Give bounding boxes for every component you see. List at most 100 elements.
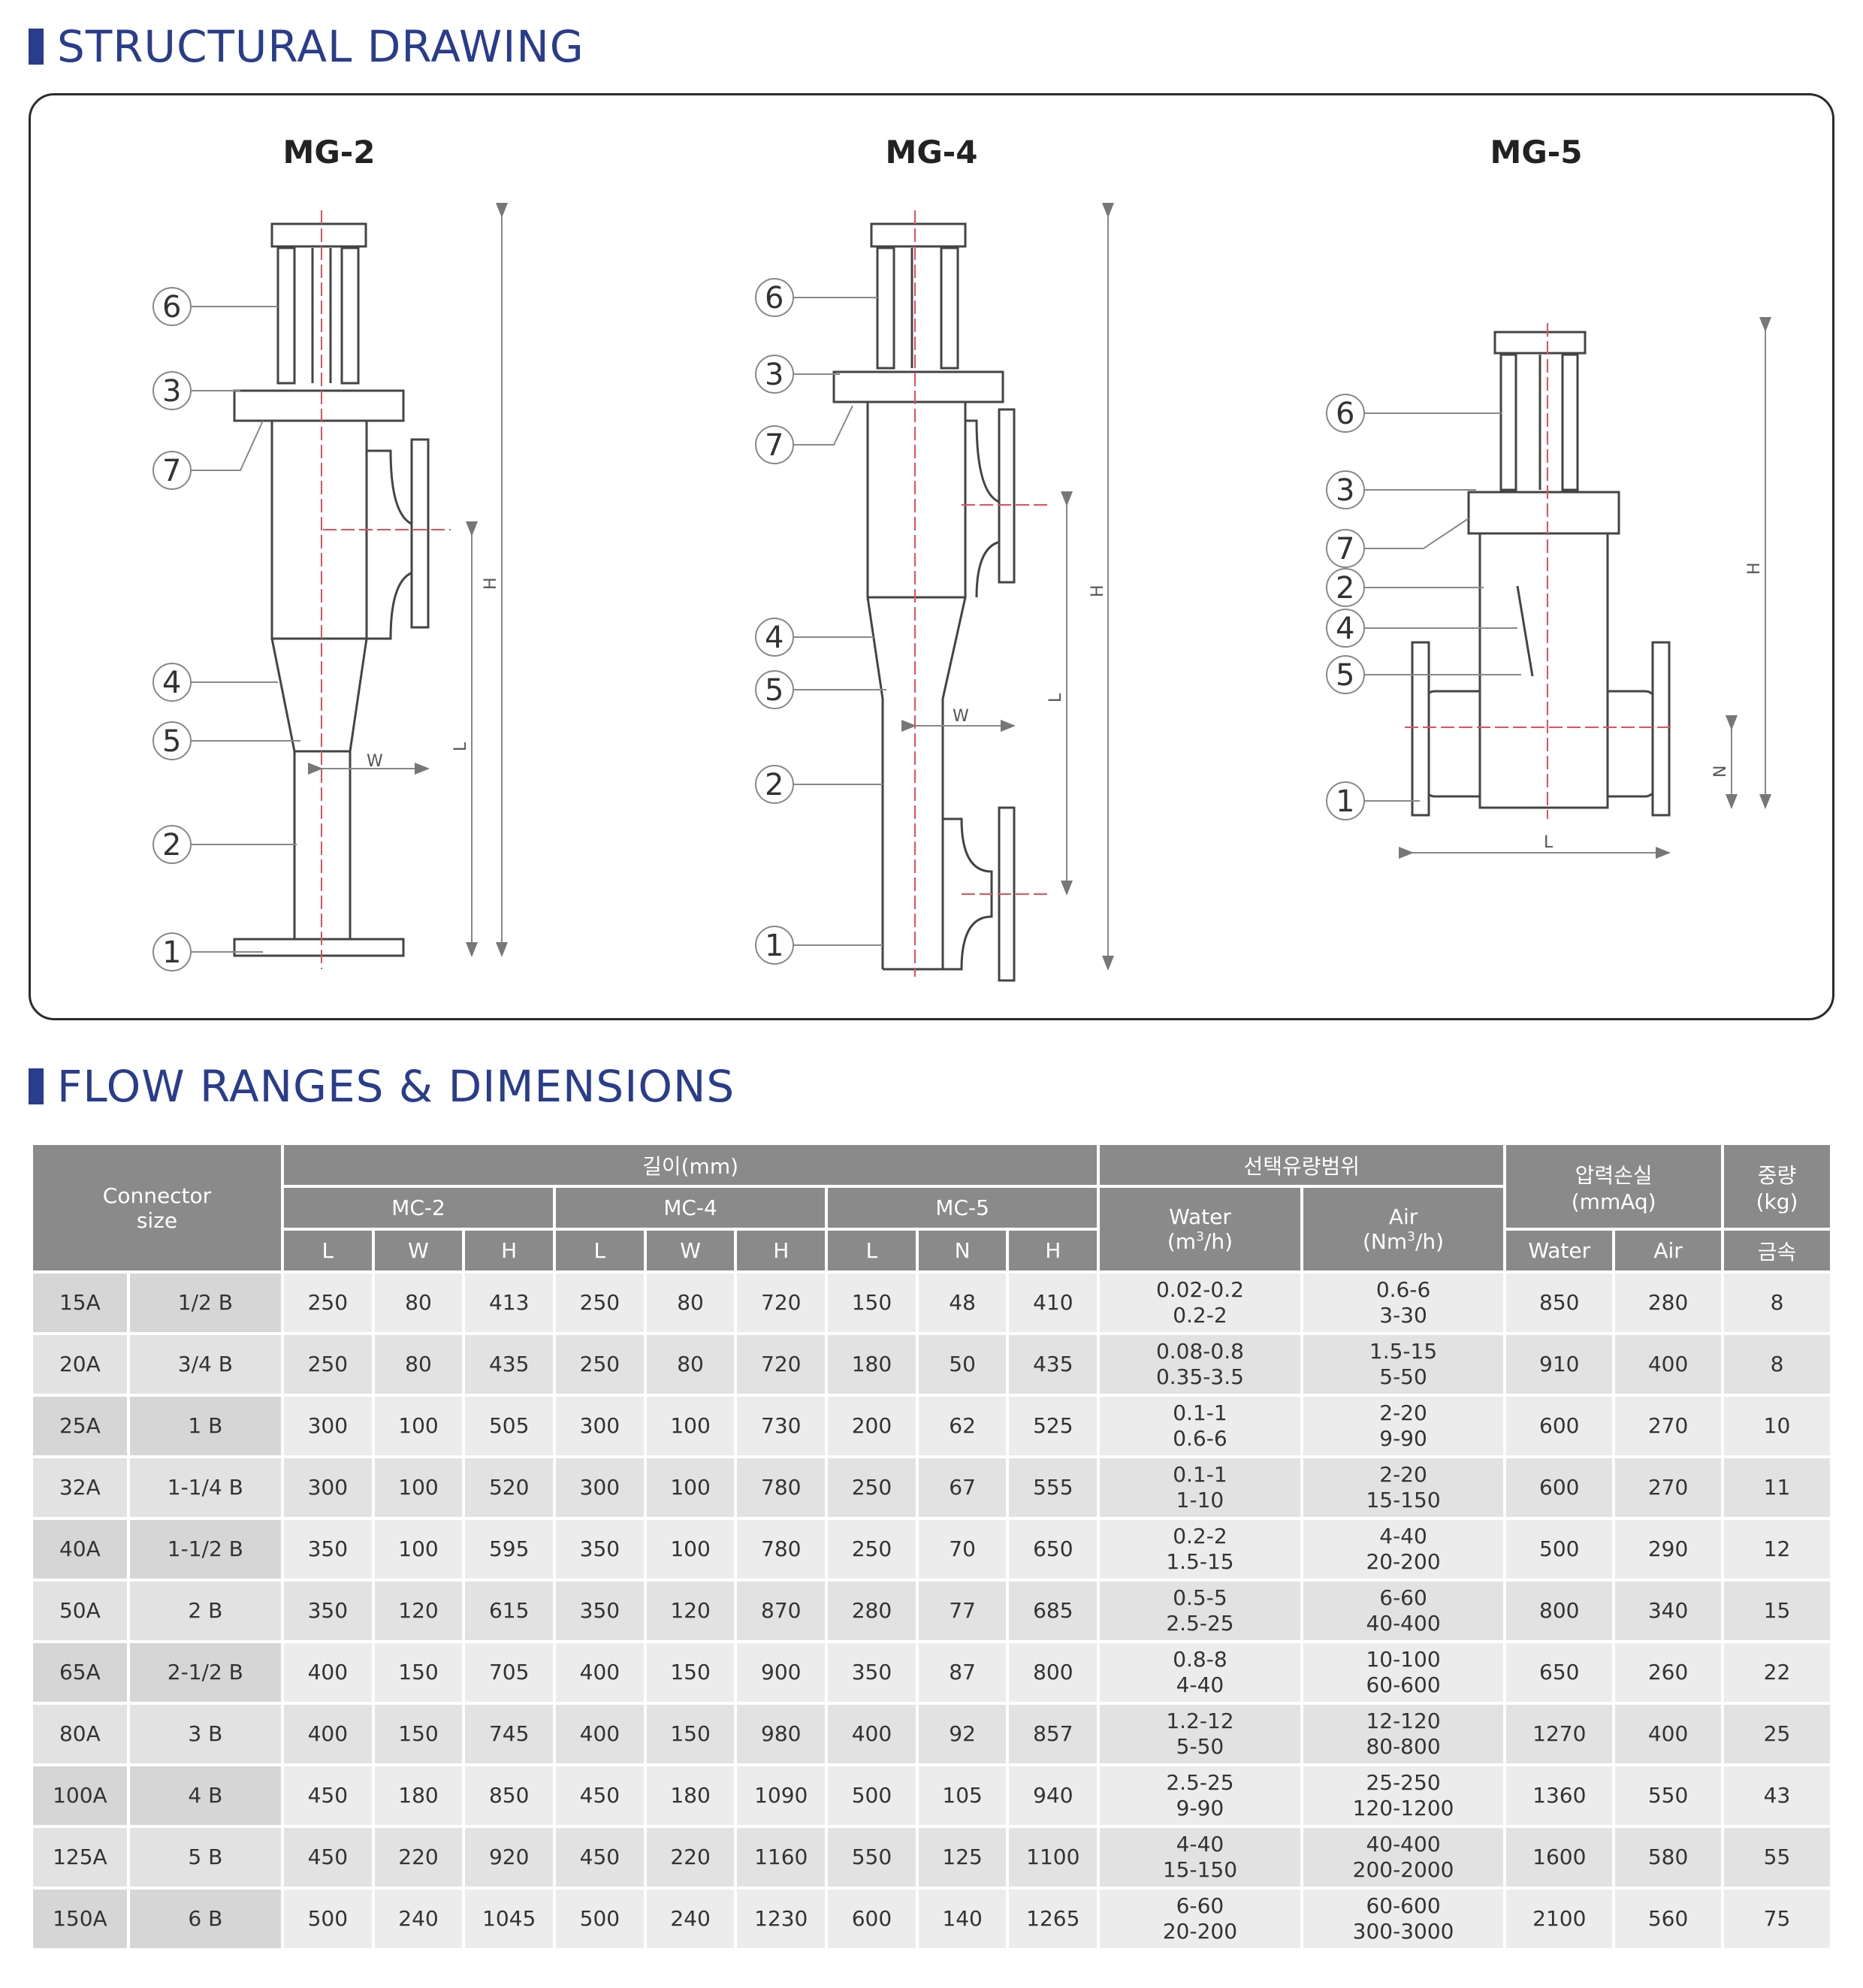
cell-mc5-l: 550 [828, 1828, 916, 1887]
cell-mc5-l: 600 [828, 1890, 916, 1948]
cell-mc4-w: 100 [646, 1458, 735, 1517]
cell-pressure-air: 260 [1615, 1643, 1721, 1702]
cell-mc5-n: 48 [918, 1273, 1007, 1332]
cell-mc2-h: 520 [465, 1458, 554, 1517]
cell-mc2-l: 250 [283, 1273, 372, 1332]
cell-size-a: 25A [33, 1397, 127, 1455]
header-mc5-l: L [828, 1231, 916, 1270]
cell-mc2-w: 100 [374, 1458, 463, 1517]
cell-mc2-l: 500 [283, 1890, 372, 1948]
cell-size-a: 40A [33, 1520, 127, 1579]
cell-mc5-h: 650 [1009, 1520, 1098, 1579]
title-bar-marker [29, 1068, 44, 1104]
header-mc4-w: W [646, 1231, 735, 1270]
svg-text:1: 1 [765, 929, 784, 963]
svg-text:1: 1 [1336, 784, 1354, 819]
cell-pressure-water: 650 [1506, 1643, 1613, 1702]
cell-mc2-h: 505 [465, 1397, 554, 1455]
header-flow-group: 선택유량범위 [1100, 1145, 1504, 1185]
cell-flow-air: 10-100 60-600 [1303, 1643, 1504, 1702]
cell-size-a: 80A [33, 1705, 127, 1763]
cell-flow-water: 1.2-12 5-50 [1100, 1705, 1300, 1763]
cell-mc5-h: 1100 [1009, 1828, 1098, 1887]
cell-mc4-h: 1230 [737, 1890, 826, 1948]
cell-mc4-h: 730 [737, 1397, 826, 1455]
cell-flow-water: 0.1-1 0.6-6 [1100, 1397, 1300, 1455]
cell-mc5-h: 857 [1009, 1705, 1098, 1763]
svg-text:1: 1 [162, 935, 181, 970]
header-mc2-h: H [465, 1231, 554, 1270]
model-label-mg4: MG-4 [885, 134, 978, 171]
model-label-mg5: MG-5 [1490, 134, 1583, 171]
dim-l-mg2: L [451, 742, 470, 751]
cell-size-b: 5 B [129, 1828, 281, 1887]
cell-pressure-air: 400 [1615, 1335, 1721, 1394]
cell-mc5-l: 350 [828, 1643, 916, 1702]
cell-mc2-h: 850 [465, 1766, 554, 1825]
cell-mc4-w: 100 [646, 1520, 735, 1579]
svg-text:7: 7 [1336, 532, 1354, 566]
header-pressure-air: Air [1615, 1231, 1721, 1270]
svg-text:2: 2 [162, 828, 181, 863]
cell-mc4-w: 240 [646, 1890, 735, 1948]
cell-mc5-n: 140 [918, 1890, 1007, 1948]
cell-mc5-h: 800 [1009, 1643, 1098, 1702]
cell-mc2-w: 80 [374, 1335, 463, 1394]
cell-mc5-l: 500 [828, 1766, 916, 1825]
svg-text:2: 2 [765, 768, 784, 802]
mg5-callouts: 6 3 7 2 4 5 1 [1326, 394, 1521, 820]
cell-pressure-air: 290 [1615, 1520, 1721, 1579]
cell-mc5-n: 92 [918, 1705, 1007, 1763]
svg-text:5: 5 [1336, 658, 1354, 693]
drawing-mg5 [1411, 331, 1671, 817]
cell-mc4-h: 980 [737, 1705, 826, 1763]
cell-flow-water: 6-60 20-200 [1100, 1890, 1300, 1948]
cell-flow-water: 0.1-1 1-10 [1100, 1458, 1300, 1517]
cell-mc2-h: 920 [465, 1828, 554, 1887]
cell-weight: 10 [1724, 1397, 1830, 1455]
dim-h-mg2: H [482, 577, 500, 590]
cell-size-a: 32A [33, 1458, 127, 1517]
cell-mc2-w: 100 [374, 1397, 463, 1455]
cell-flow-air: 60-600 300-3000 [1303, 1890, 1504, 1948]
cell-mc2-l: 400 [283, 1705, 372, 1763]
cell-size-a: 125A [33, 1828, 127, 1887]
cell-mc4-w: 180 [646, 1766, 735, 1825]
drawing-mg4 [832, 222, 1016, 982]
cell-size-b: 2-1/2 B [129, 1643, 281, 1702]
cell-pressure-water: 850 [1506, 1273, 1613, 1332]
cell-mc5-l: 150 [828, 1273, 916, 1332]
cell-mc4-l: 400 [556, 1705, 644, 1763]
mg2-callouts: 6 3 7 4 5 2 1 [152, 287, 300, 971]
cell-mc4-l: 500 [556, 1890, 644, 1948]
cell-pressure-water: 2100 [1506, 1890, 1613, 1948]
dim-l-mg4: L [1046, 693, 1065, 702]
cell-flow-air: 12-120 80-800 [1303, 1705, 1504, 1763]
cell-mc2-w: 220 [374, 1828, 463, 1887]
cell-size-a: 50A [33, 1582, 127, 1640]
cell-pressure-water: 1600 [1506, 1828, 1613, 1887]
cell-pressure-water: 800 [1506, 1582, 1613, 1640]
cell-mc4-l: 400 [556, 1643, 644, 1702]
cell-size-a: 65A [33, 1643, 127, 1702]
section-title-text: FLOW RANGES & DIMENSIONS [57, 1061, 735, 1112]
mg4-callouts: 6 3 7 4 5 2 1 [755, 278, 886, 965]
cell-size-b: 4 B [129, 1766, 281, 1825]
svg-text:6: 6 [1336, 397, 1354, 431]
cell-size-b: 1-1/4 B [129, 1458, 281, 1517]
cell-mc4-w: 150 [646, 1705, 735, 1763]
cell-mc4-w: 150 [646, 1643, 735, 1702]
drawing-frame [29, 93, 1834, 1020]
cell-size-b: 6 B [129, 1890, 281, 1948]
cell-mc5-h: 555 [1009, 1458, 1098, 1517]
cell-pressure-water: 1270 [1506, 1705, 1613, 1763]
cell-mc2-h: 413 [465, 1273, 554, 1332]
cell-mc2-w: 120 [374, 1582, 463, 1640]
section-title-text: STRUCTURAL DRAWING [57, 21, 584, 72]
